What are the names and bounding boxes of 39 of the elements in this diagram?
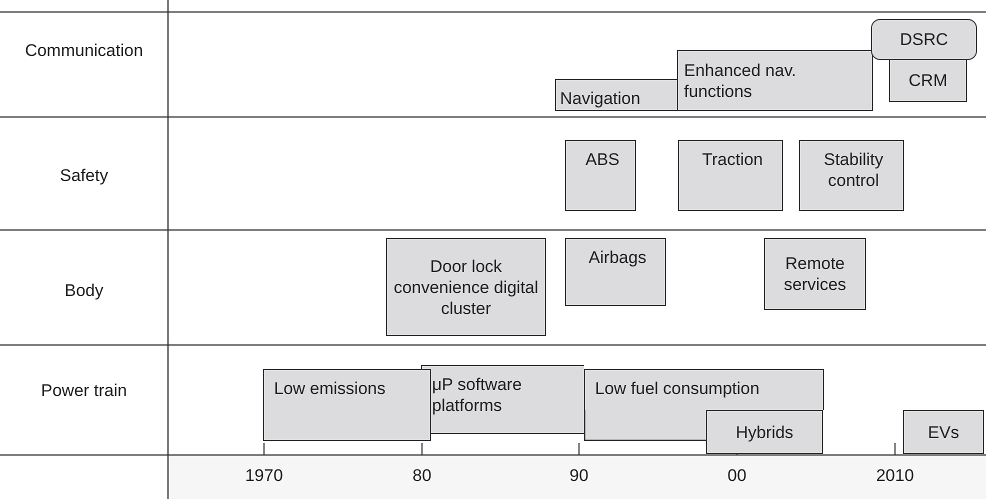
bar-label: CRM xyxy=(908,70,948,91)
row-label: Power train xyxy=(40,380,128,401)
row-label: Communication xyxy=(24,40,144,61)
bar-label: μP software platforms xyxy=(432,374,523,416)
timeline-bar xyxy=(903,410,984,454)
axis-tick-label: 2010 xyxy=(875,465,915,486)
axis-tick-label: 90 xyxy=(568,465,590,486)
bar-label: Remote services xyxy=(782,253,848,295)
timeline-bar xyxy=(677,50,873,111)
bar-label: Stability control xyxy=(822,149,884,191)
bar-label: Traction xyxy=(701,149,764,170)
timeline-bar xyxy=(555,79,677,111)
bar-label: ABS xyxy=(584,149,621,170)
timeline-bar xyxy=(706,410,823,454)
timeline-bar xyxy=(889,60,967,102)
timeline-bar xyxy=(871,19,977,60)
bar-label: Door lock convenience digital cluster xyxy=(393,256,539,318)
timeline-bar xyxy=(584,369,824,410)
bar-label: Navigation xyxy=(560,88,642,109)
timeline-bar xyxy=(565,238,666,306)
timeline-bar xyxy=(565,140,636,211)
bar-label: EVs xyxy=(926,422,960,442)
bar-label: Enhanced nav. functions xyxy=(684,60,798,102)
timeline-bar xyxy=(421,365,584,434)
axis-tick-label: 1970 xyxy=(244,465,284,486)
timeline-bar xyxy=(386,238,546,336)
bar-label: Hybrids xyxy=(734,422,794,442)
bar-label: Airbags xyxy=(588,247,648,268)
axis-tick-label: 80 xyxy=(412,465,432,486)
timeline-bar xyxy=(799,140,904,211)
row-label: Body xyxy=(64,280,104,301)
bar-label: Low emissions xyxy=(274,378,386,399)
bar-label: Low fuel consumption xyxy=(595,378,760,399)
axis-tick-label: 00 xyxy=(726,465,748,486)
row-label: Safety xyxy=(58,165,110,186)
timeline-bar xyxy=(263,369,431,441)
bar-label: DSRC xyxy=(898,29,950,50)
timeline-bar xyxy=(678,140,783,211)
timeline-bar xyxy=(764,238,866,310)
